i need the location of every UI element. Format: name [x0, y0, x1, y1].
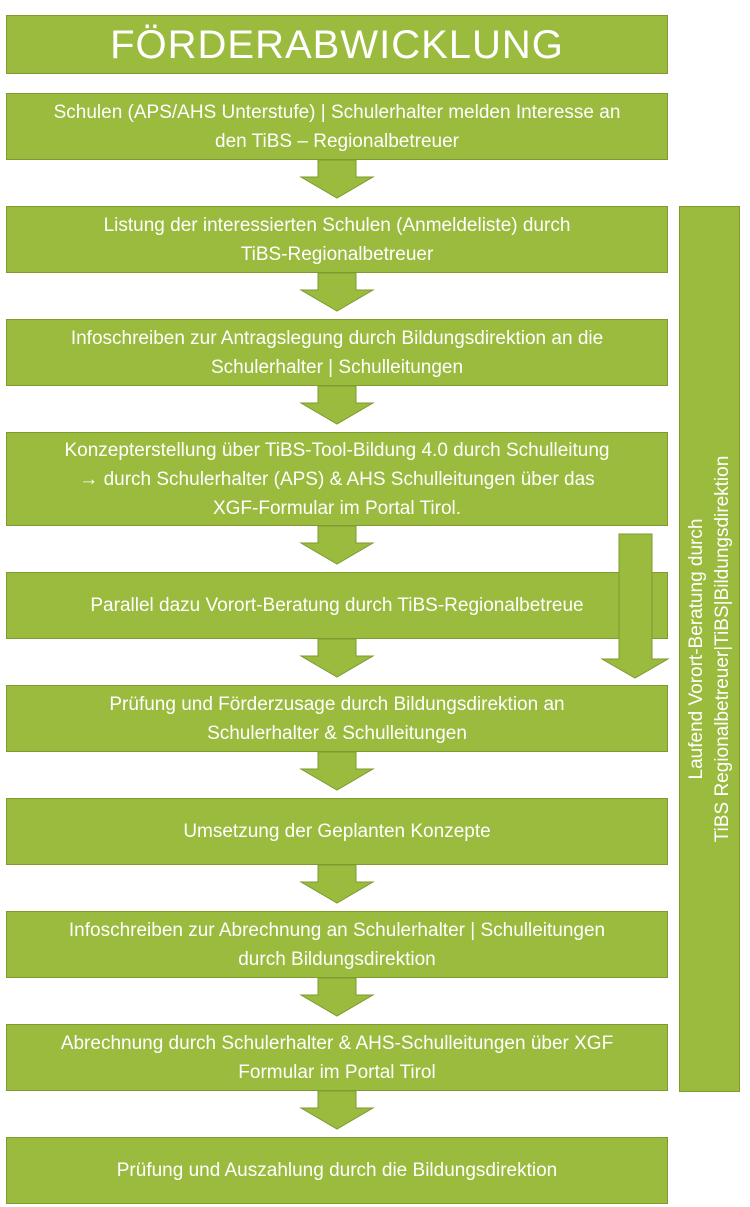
flow-step-8: Infoschreiben zur Abrechnung an Schulerh…: [6, 911, 668, 978]
parallel-arrow: [600, 533, 670, 679]
flow-step-7-line-1: Umsetzung der Geplanten Konzepte: [183, 821, 491, 842]
flow-step-8-line-1: Infoschreiben zur Abrechnung an Schulerh…: [68, 919, 606, 941]
flow-step-4-line-1: Konzepterstellung über TiBS-Tool-Bildung…: [64, 439, 610, 461]
flow-step-2-line-1: Listung der interessierten Schulen (Anme…: [103, 214, 571, 236]
flow-step-3: Infoschreiben zur Antragslegung durch Bi…: [6, 319, 668, 386]
flow-step-3-line-2: Schulerhalter | Schulleitungen: [210, 356, 464, 378]
flow-step-6-line-1: Prüfung und Förderzusage durch Bildungsd…: [109, 693, 565, 715]
flow-title: FÖRDERABWICKLUNG: [6, 15, 668, 74]
side-consulting-text: Laufend Vorort-Beratung durch TiBS Regio…: [684, 209, 736, 1089]
flow-step-9: Abrechnung durch Schulerhalter & AHS-Sch…: [6, 1024, 668, 1091]
down-arrow-4: [299, 525, 375, 565]
flow-step-6: Prüfung und Förderzusage durch Bildungsd…: [6, 685, 668, 752]
flow-step-10: Prüfung und Auszahlung durch die Bildung…: [6, 1137, 668, 1204]
flow-step-5-line-1: Parallel dazu Vorort-Beratung durch TiBS…: [90, 595, 584, 616]
flow-step-7: Umsetzung der Geplanten Konzepte: [6, 798, 668, 865]
side-line-2: TiBS Regionalbetreuer|TiBS|Bildungsdirek…: [711, 455, 733, 843]
flow-step-2-line-2: TiBS-Regionalbetreuer: [240, 243, 434, 265]
flow-step-4-line-2: → durch Schulerhalter (APS) & AHS Schull…: [79, 468, 595, 490]
flow-step-1-line-2: den TiBS – Regionalbetreuer: [215, 130, 459, 152]
down-arrow-9: [299, 1090, 375, 1130]
down-arrow-8: [299, 977, 375, 1017]
down-arrow-5: [299, 638, 375, 678]
down-arrow-7: [299, 864, 375, 904]
flow-step-1-line-1: Schulen (APS/AHS Unterstufe) | Schulerha…: [53, 101, 621, 123]
down-arrow-3: [299, 385, 375, 425]
side-consulting-box: Laufend Vorort-Beratung durch TiBS Regio…: [679, 206, 740, 1092]
down-arrow-2: [299, 272, 375, 312]
flow-step-9-line-1: Abrechnung durch Schulerhalter & AHS-Sch…: [60, 1032, 614, 1054]
down-arrow-6: [299, 751, 375, 791]
flow-step-4-line-3: XGF-Formular im Portal Tirol.: [212, 497, 462, 519]
flow-step-9-line-2: Formular im Portal Tirol: [238, 1061, 436, 1083]
flow-step-4: Konzepterstellung über TiBS-Tool-Bildung…: [6, 432, 668, 526]
flow-step-8-line-2: durch Bildungsdirektion: [238, 948, 436, 970]
side-line-1: Laufend Vorort-Beratung durch: [685, 518, 707, 780]
flow-step-5: Parallel dazu Vorort-Beratung durch TiBS…: [6, 572, 668, 639]
flow-step-2: Listung der interessierten Schulen (Anme…: [6, 206, 668, 273]
down-arrow-1: [299, 159, 375, 199]
flow-step-10-line-1: Prüfung und Auszahlung durch die Bildung…: [116, 1160, 558, 1181]
flow-title-text: FÖRDERABWICKLUNG: [110, 22, 564, 67]
flow-step-3-line-1: Infoschreiben zur Antragslegung durch Bi…: [70, 327, 604, 349]
flow-step-6-line-2: Schulerhalter & Schulleitungen: [207, 722, 467, 744]
